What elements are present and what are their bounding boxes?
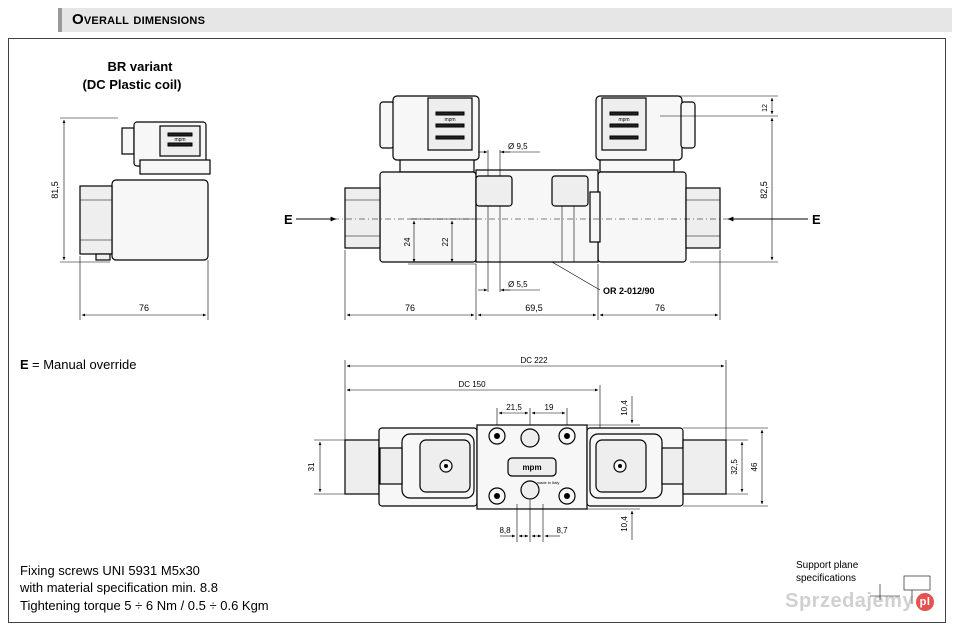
side-plug-bar-icon (167, 132, 193, 137)
front-dim-12: 12 (762, 104, 769, 112)
side-view-subtitle: (DC Plastic coil) (83, 77, 182, 92)
front-dim-24: 24 (403, 237, 412, 246)
front-left-coil (379, 171, 477, 263)
top-dim-19: 19 (545, 403, 554, 412)
side-view: BR variant (DC Plastic coil) mpm 81,5 76 (50, 59, 211, 320)
side-knob (121, 127, 135, 155)
front-right-coil (597, 171, 687, 263)
drawing-frame (8, 38, 946, 623)
watermark-text: Sprzedajemy (785, 590, 914, 612)
front-dim-22: 22 (441, 237, 450, 246)
top-dim-dc222: DC 222 (520, 356, 548, 365)
top-dim-21-5: 21,5 (506, 403, 522, 412)
side-dim-width: 76 (139, 303, 149, 313)
top-dim-8-8: 8,8 (499, 526, 511, 535)
front-label-e-right: E (812, 212, 821, 227)
top-dim-dc150: DC 150 (458, 380, 486, 389)
top-dim-31: 31 (307, 462, 316, 471)
front-view: mpm mpm E E (284, 95, 821, 320)
front-right-brand-label: mpm (618, 117, 629, 123)
front-dim-82-5: 82,5 (759, 181, 769, 199)
side-view-title: BR variant (107, 59, 173, 74)
top-plate-brand: mpm (522, 463, 541, 472)
front-left-nut (344, 187, 381, 249)
front-left-brand-label: mpm (444, 117, 455, 123)
top-nameplate (507, 457, 557, 477)
front-dim-bore-bottom: Ø 5,5 (508, 280, 528, 289)
top-dim-10-4-top: 10,4 (620, 400, 629, 416)
top-dim-8-7: 8,7 (556, 526, 568, 535)
support-line-1: Support plane (796, 560, 859, 571)
watermark-badge: pl (916, 592, 934, 611)
note-line-3: Tightening torque 5 ÷ 6 Nm / 0.5 ÷ 0.6 K… (20, 598, 269, 613)
fixing-notes: Fixing screws UNI 5931 M5x30 with materi… (19, 563, 269, 613)
top-dim-46: 46 (750, 462, 759, 471)
top-view: DC 222 DC 150 21,5 19 10,4 (307, 356, 768, 542)
note-line-1: Fixing screws UNI 5931 M5x30 (20, 563, 200, 578)
front-dim-bore-top: Ø 9,5 (508, 142, 528, 151)
legend: E = Manual override (20, 357, 136, 372)
support-symbol-icon (903, 575, 931, 591)
legend-e-text: = Manual override (32, 357, 136, 372)
front-dim-left: 76 (405, 303, 415, 313)
support-line-2: specifications (796, 573, 856, 584)
side-plug-cap (159, 125, 201, 157)
side-coil-nut (79, 185, 113, 255)
front-dim-right: 76 (655, 303, 665, 313)
section-header: Overall dimensions (58, 8, 952, 32)
top-right-nut (682, 439, 727, 495)
top-dim-10-4-bottom: 10,4 (620, 516, 629, 532)
top-plate-text: made in Italy (537, 480, 560, 485)
note-line-2: with material specification min. 8.8 (19, 580, 218, 595)
front-right-nut (685, 187, 721, 249)
front-oring-label: OR 2-012/90 (603, 286, 655, 296)
top-left-nut (344, 439, 380, 495)
front-dim-center: 69,5 (525, 303, 543, 313)
front-label-e-left: E (284, 212, 293, 227)
top-dim-32-5: 32,5 (730, 459, 739, 475)
legend-e-letter: E (20, 357, 29, 372)
side-dim-height: 81,5 (50, 181, 60, 199)
side-brand-label: mpm (174, 137, 185, 143)
section-title: Overall dimensions (72, 11, 206, 28)
front-left-knob (379, 101, 395, 149)
support-plane: Support plane specifications (796, 560, 931, 604)
side-coil (111, 179, 209, 261)
front-right-knob (680, 101, 696, 149)
